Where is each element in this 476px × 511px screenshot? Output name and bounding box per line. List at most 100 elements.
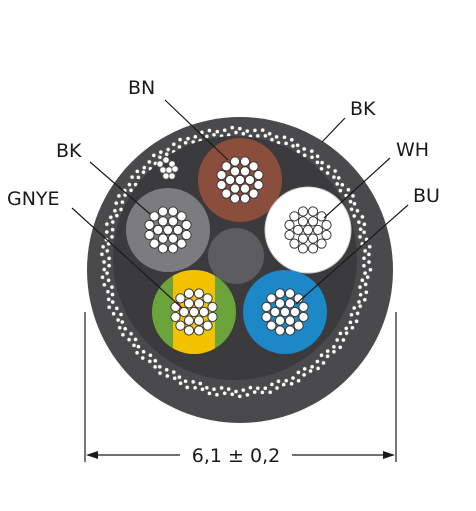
conductor-strand: [298, 311, 309, 323]
shield-strand: [222, 390, 228, 396]
conductor-strand: [162, 224, 174, 236]
shield-strand: [108, 214, 114, 220]
conductor-strand: [175, 320, 186, 331]
conductor-strand: [229, 193, 241, 204]
conductor-strand: [167, 243, 179, 254]
conductor-strand: [307, 233, 319, 244]
shield-strand: [101, 267, 107, 272]
shield-strand: [361, 263, 367, 269]
shield-strand: [222, 127, 228, 133]
shield-strand: [133, 336, 139, 342]
conductor-strand: [149, 211, 160, 222]
shield-braid: [99, 125, 373, 399]
shield-strand: [358, 226, 364, 232]
drain-strand: [156, 160, 164, 168]
shield-strand: [206, 390, 212, 396]
conductor-strand: [229, 183, 241, 194]
shield-strand: [115, 317, 121, 323]
conductor-strand: [239, 166, 251, 177]
shield-strand: [354, 318, 360, 324]
conductor-strand: [307, 243, 319, 254]
leader-line-bk-left: [89, 161, 151, 215]
leader-line-gnye: [71, 207, 183, 309]
shield-strand: [309, 148, 315, 154]
conductor-strand: [289, 211, 300, 222]
shield-strand: [260, 127, 266, 133]
shield-strand: [140, 355, 146, 361]
shield-strand: [334, 337, 340, 343]
shield-strand: [356, 219, 362, 225]
shield-strand: [359, 214, 365, 220]
shield-strand: [183, 140, 189, 146]
shield-strand: [365, 274, 371, 280]
drain-strand: [171, 165, 179, 173]
shield-strand: [350, 193, 356, 199]
shield-strand: [283, 378, 289, 384]
shield-strand: [106, 277, 112, 283]
shield-strand: [295, 369, 301, 375]
shield-strand: [105, 289, 111, 295]
shield-strand: [109, 284, 115, 290]
shield-strand: [120, 332, 126, 338]
shield-strand: [274, 385, 280, 391]
shield-strand: [344, 330, 350, 336]
shield-strand: [361, 229, 367, 235]
conductor-strand: [167, 233, 179, 244]
shield-strand: [183, 378, 189, 384]
shield-strand: [134, 168, 140, 174]
shield-strand: [362, 297, 368, 303]
shield-strand: [296, 378, 302, 384]
shield-strand: [197, 381, 203, 386]
shield-strand: [349, 325, 355, 331]
shield-strand: [111, 311, 117, 317]
shield-strand: [252, 389, 258, 395]
shield-strand: [282, 134, 287, 140]
shield-strand: [255, 385, 261, 391]
drain-strand: [162, 172, 170, 180]
shield-strand: [110, 299, 116, 305]
label-gnye: GNYE: [7, 188, 60, 210]
shield-strand: [171, 369, 177, 375]
conductor-strand: [261, 301, 272, 313]
shield-strand: [367, 267, 373, 273]
shield-strand: [269, 381, 275, 387]
shield-strand: [314, 359, 320, 364]
shield-strand: [355, 310, 361, 316]
conductor-green-yellow: [152, 270, 236, 354]
conductor-blue: [243, 270, 327, 354]
shield-strand: [262, 133, 268, 139]
shield-strand: [104, 270, 110, 276]
shield-strand: [157, 370, 163, 376]
shield-strand: [351, 305, 357, 311]
shield-strand: [164, 151, 170, 157]
shield-strand: [106, 255, 112, 261]
shield-strand: [126, 182, 132, 188]
center-filler: [208, 228, 264, 284]
conductor-strand: [207, 301, 218, 313]
shield-strand: [309, 154, 315, 160]
conductor-strand: [157, 233, 169, 244]
conductor-strand: [207, 311, 218, 323]
shield-strand: [126, 337, 132, 343]
conductor-strand: [183, 315, 195, 326]
conductor-strand: [144, 219, 155, 231]
shield-strand: [237, 393, 243, 399]
conductor-strand: [297, 206, 309, 217]
shield-strand: [295, 142, 301, 148]
shield-strand: [157, 154, 163, 160]
conductor-strand: [239, 193, 251, 204]
shield-strand: [190, 379, 196, 385]
shield-strand: [110, 227, 116, 233]
shield-strand: [240, 387, 246, 393]
conductor-strand: [270, 306, 281, 318]
shield-strand: [106, 304, 112, 310]
label-wh: WH: [396, 139, 429, 161]
conductor-strand: [183, 288, 195, 299]
shield-strand: [122, 326, 128, 332]
shield-strand: [152, 358, 158, 364]
shield-strand: [366, 251, 372, 257]
conductor-strand: [181, 219, 192, 231]
shield-strand: [129, 174, 135, 180]
shield-strand: [226, 386, 232, 392]
